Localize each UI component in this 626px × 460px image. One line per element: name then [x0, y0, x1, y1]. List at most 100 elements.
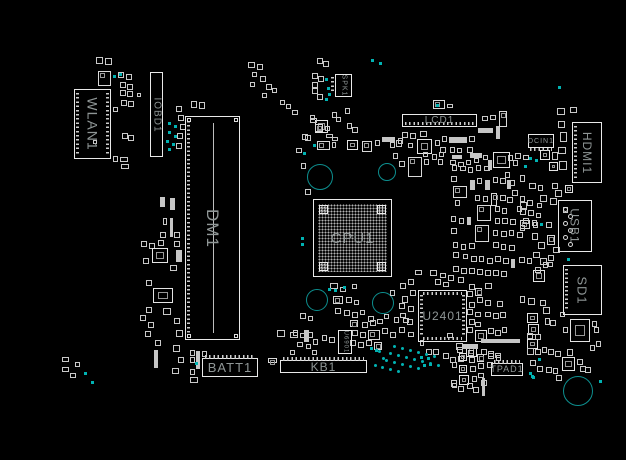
smd-part	[459, 365, 467, 373]
smd-part	[502, 218, 508, 224]
smd-part	[400, 283, 406, 289]
pin-row	[420, 295, 423, 337]
pin-row	[462, 295, 465, 337]
teal-marker	[325, 98, 328, 101]
component-CPU1[interactable]: CPU1	[313, 199, 392, 277]
smd-part	[457, 347, 463, 353]
component-label-wrap: USB1	[559, 201, 591, 251]
smd-part	[477, 205, 491, 221]
teal-marker	[328, 288, 331, 291]
teal-marker	[371, 59, 374, 62]
smd-part	[312, 350, 317, 355]
smd-part	[105, 58, 112, 65]
smd-part	[478, 128, 493, 133]
smd-part	[120, 82, 126, 88]
smd-part	[485, 180, 490, 190]
smd-part	[468, 350, 474, 356]
smd-part	[476, 165, 481, 171]
smd-part	[352, 312, 358, 318]
smd-part	[286, 104, 291, 109]
smd-part	[527, 313, 538, 323]
component-IOBD1[interactable]: IOBD1	[150, 72, 163, 157]
smd-part	[435, 140, 440, 146]
teal-marker	[174, 135, 177, 138]
smd-part	[62, 367, 69, 372]
smd-part	[458, 277, 464, 283]
smd-part	[484, 166, 490, 171]
component-SPK1[interactable]: SPK1	[331, 74, 352, 97]
corner-pad	[187, 334, 191, 338]
smd-part	[545, 318, 550, 325]
smd-part	[535, 267, 541, 273]
test-point	[374, 364, 377, 367]
smd-part	[196, 351, 200, 369]
smd-part	[487, 362, 493, 368]
component-KB1[interactable]: KB1	[280, 357, 367, 373]
smd-part	[336, 117, 341, 122]
smd-part	[501, 231, 507, 237]
smd-part	[301, 163, 306, 169]
teal-marker	[436, 104, 439, 107]
smd-part	[461, 268, 467, 274]
smd-part	[290, 332, 298, 338]
pin-row	[76, 93, 79, 155]
bga-corner-pads	[377, 205, 386, 214]
smd-part	[577, 359, 583, 365]
smd-part	[433, 100, 445, 109]
component-WLAN1[interactable]: WLAN1	[74, 89, 111, 159]
smd-part	[538, 242, 545, 249]
smd-part	[556, 375, 562, 381]
bga-corner-pads	[319, 262, 328, 271]
smd-part	[548, 349, 554, 355]
smd-part	[310, 115, 315, 120]
smd-part	[190, 377, 198, 383]
smd-part	[510, 219, 516, 225]
smd-part	[326, 134, 333, 138]
smd-part	[190, 369, 195, 375]
component-LCD1[interactable]: LCD1	[402, 114, 477, 127]
smd-part	[430, 270, 437, 276]
smd-part	[352, 330, 358, 336]
smd-part	[358, 342, 364, 348]
smd-part	[344, 310, 350, 316]
smd-part	[557, 108, 565, 115]
teal-marker	[529, 372, 532, 375]
component-DCIN1[interactable]: DCIN1	[528, 134, 554, 151]
smd-part	[467, 291, 473, 297]
pin-row	[530, 148, 552, 151]
smd-part	[523, 155, 529, 160]
smd-part	[555, 351, 561, 357]
smd-part	[190, 350, 195, 356]
component-U2401[interactable]: U2401	[418, 290, 467, 342]
component-HDMI1[interactable]: HDMI1	[572, 122, 602, 183]
through-hole-pin	[563, 207, 568, 212]
test-point	[425, 353, 428, 356]
component-DM1[interactable]: DM1	[185, 116, 240, 340]
smd-part	[532, 233, 538, 240]
smd-part	[520, 196, 525, 202]
smd-part	[176, 330, 183, 337]
component-SD1[interactable]: SD1	[563, 265, 602, 315]
smd-part	[170, 198, 175, 210]
smd-part	[317, 94, 323, 100]
test-point	[409, 349, 412, 352]
smd-part	[449, 137, 467, 143]
smd-part	[452, 362, 457, 368]
smd-part	[260, 76, 266, 82]
smd-part	[113, 107, 118, 112]
smd-part	[424, 159, 429, 165]
smd-part	[399, 161, 405, 167]
smd-part	[382, 328, 388, 334]
component-TPAD1[interactable]: TPAD1	[490, 360, 523, 376]
smd-part	[467, 147, 473, 153]
component-USB1[interactable]: USB1	[558, 200, 592, 252]
smd-part	[500, 195, 506, 201]
smd-part	[257, 64, 263, 70]
smd-part	[145, 331, 151, 337]
component-U6901[interactable]: U6901	[338, 330, 352, 354]
smd-part	[495, 330, 501, 336]
component-BATT1[interactable]: BATT1	[202, 355, 258, 377]
smd-part	[173, 345, 180, 352]
smd-part	[158, 240, 164, 246]
